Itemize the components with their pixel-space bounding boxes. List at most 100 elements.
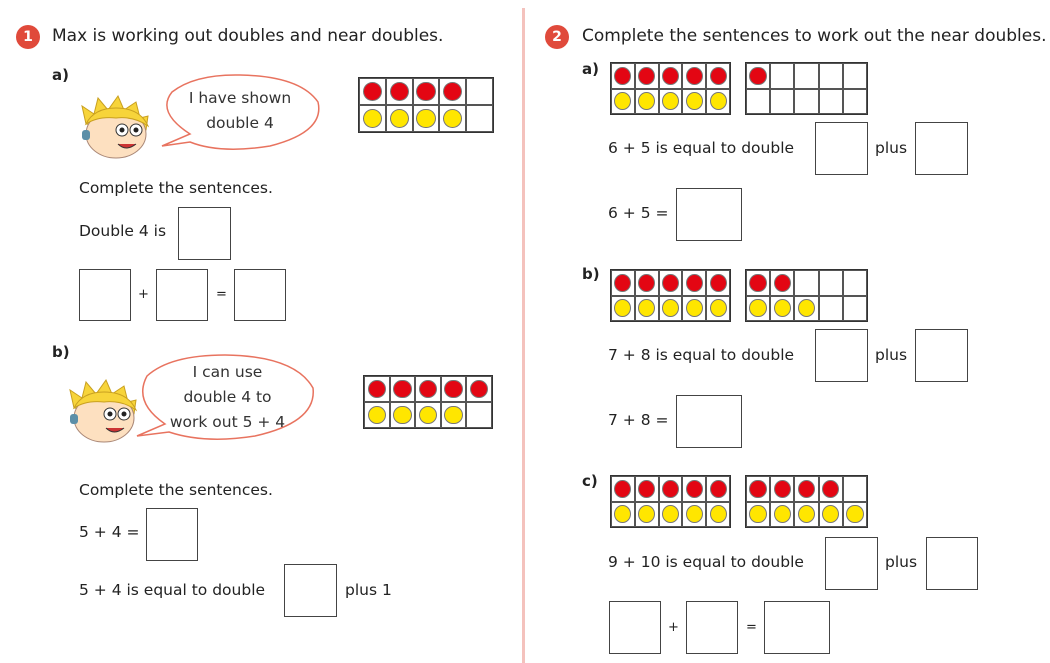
plus-word: plus (885, 553, 918, 571)
ten-frame-cell (611, 88, 635, 114)
answer-box[interactable] (915, 329, 968, 382)
ten-frame-cell (412, 105, 440, 132)
yellow-counter (614, 92, 632, 111)
ten-frame-cell (466, 376, 492, 402)
sentence: 5 + 4 is equal to double (79, 581, 266, 599)
part-label: a) (582, 60, 599, 78)
question-title: Max is working out doubles and near doub… (52, 26, 444, 46)
ten-frame-cell (746, 476, 771, 502)
yellow-counter (709, 505, 727, 524)
answer-box[interactable] (676, 188, 742, 241)
ten-frame-cell (364, 376, 390, 402)
answer-box[interactable] (815, 122, 868, 175)
answer-box[interactable] (146, 508, 198, 561)
red-counter (389, 81, 409, 102)
question-number-badge: 2 (545, 25, 569, 49)
ten-frame-cell (611, 476, 635, 502)
ten-frame-cell (818, 476, 843, 502)
ten-frame-cell (770, 476, 795, 502)
part-label: a) (52, 66, 69, 84)
ten-frame (610, 475, 731, 528)
ten-frame-cell (658, 501, 683, 527)
ten-frame (610, 62, 731, 115)
answer-box[interactable] (915, 122, 968, 175)
answer-box[interactable] (676, 395, 742, 448)
ten-frame-cell (818, 295, 843, 321)
ten-frame-cell (466, 402, 492, 428)
ten-frame-cell (440, 376, 467, 402)
ten-frame-cell (842, 501, 867, 527)
ten-frame-cell (634, 88, 659, 114)
yellow-counter (418, 405, 438, 425)
answer-box[interactable] (686, 601, 738, 654)
red-counter (749, 66, 767, 85)
red-counter (638, 479, 656, 498)
sentence: Double 4 is (79, 222, 167, 240)
red-counter (822, 479, 840, 498)
yellow-counter (661, 92, 679, 111)
ten-frame-cell (658, 270, 683, 296)
yellow-counter (685, 505, 703, 524)
speech-text: I have shown double 4 (170, 86, 310, 136)
sentence: 6 + 5 is equal to double (608, 139, 795, 157)
sentence-tail: plus 1 (345, 581, 392, 599)
red-counter (614, 66, 632, 85)
answer-box[interactable] (79, 269, 131, 321)
yellow-counter (661, 299, 679, 318)
yellow-counter (685, 299, 703, 318)
ten-frame-cell (658, 295, 683, 321)
ten-frame-cell (770, 88, 795, 114)
answer-box[interactable] (178, 207, 231, 260)
equation: 5 + 4 = (79, 523, 140, 541)
ten-frame-cell (415, 376, 441, 402)
ten-frame-cell (842, 476, 867, 502)
answer-box[interactable] (156, 269, 208, 321)
red-counter (444, 379, 463, 399)
yellow-counter (416, 108, 436, 129)
yellow-counter (797, 505, 816, 524)
red-counter (443, 81, 463, 102)
answer-box[interactable] (825, 537, 878, 590)
red-counter (685, 479, 703, 498)
ten-frame-cell (439, 105, 467, 132)
ten-frame-cell (746, 88, 771, 114)
red-counter (709, 479, 727, 498)
red-counter (638, 273, 656, 292)
ten-frame-cell (794, 270, 819, 296)
ten-frame-cell (794, 501, 819, 527)
ten-frame-cell (682, 88, 707, 114)
plus-word: plus (875, 346, 908, 364)
answer-box[interactable] (609, 601, 661, 654)
ten-frame-cell (364, 402, 390, 428)
question-number-badge: 1 (16, 25, 40, 49)
answer-box[interactable] (815, 329, 868, 382)
answer-box[interactable] (284, 564, 337, 617)
equals-sign: = (746, 620, 757, 635)
speech-line: I have shown (188, 89, 292, 107)
ten-frame-cell (746, 501, 771, 527)
answer-box[interactable] (234, 269, 286, 321)
ten-frame-cell (794, 295, 819, 321)
ten-frame-cell (389, 376, 416, 402)
ten-frame-cell (706, 88, 730, 114)
red-counter (749, 273, 767, 292)
ten-frame-cell (385, 78, 413, 105)
ten-frame-cell (634, 501, 659, 527)
part-label: c) (582, 472, 598, 490)
yellow-counter (389, 108, 409, 129)
part-label: b) (52, 343, 70, 361)
red-counter (362, 81, 383, 102)
speech-line: I can use (192, 363, 263, 381)
ten-frame-cell (658, 63, 683, 89)
speech-line: double 4 (206, 114, 274, 132)
ten-frame-cell (658, 88, 683, 114)
answer-box[interactable] (764, 601, 830, 654)
part-label: b) (582, 265, 600, 283)
column-divider (522, 8, 525, 663)
plus-word: plus (875, 139, 908, 157)
ten-frame-cell (842, 270, 867, 296)
red-counter (797, 479, 816, 498)
ten-frame-cell (746, 295, 771, 321)
answer-box[interactable] (926, 537, 978, 590)
